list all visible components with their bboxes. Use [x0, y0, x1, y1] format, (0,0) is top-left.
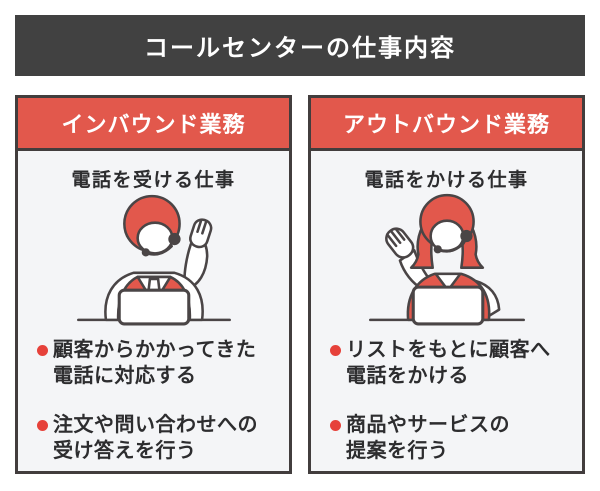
operator-making-call-icon	[311, 193, 582, 326]
bullet-item: リストをもとに顧客へ 電話をかける	[330, 337, 570, 389]
laptop	[117, 288, 190, 326]
outbound-card-title: アウトバウンド業務	[342, 112, 550, 137]
bullet-text: 商品やサービスの 提案を行う	[346, 414, 510, 462]
hand-to-ear	[188, 218, 212, 249]
outbound-card: アウトバウンド業務 電話をかける仕事	[308, 95, 585, 474]
laptop	[411, 285, 484, 326]
bullet-icon	[37, 420, 48, 431]
operator-making-call-drawing	[368, 193, 525, 326]
inbound-card-title: インバウンド業務	[61, 112, 246, 137]
outbound-subtitle: 電話をかける仕事	[364, 170, 529, 191]
bullet-icon	[330, 420, 341, 431]
operator-receiving-call-icon	[18, 194, 289, 326]
inbound-card-header: インバウンド業務	[18, 98, 289, 151]
headset-earpiece	[167, 232, 181, 246]
inbound-card: インバウンド業務 電話を受ける仕事	[15, 95, 292, 474]
bullet-item: 商品やサービスの 提案を行う	[330, 412, 570, 464]
headset-mic	[141, 248, 150, 257]
bullet-text: 注文や問い合わせへの 受け答えを行う	[53, 414, 258, 462]
bullet-text: 顧客からかかってきた 電話に対応する	[53, 339, 257, 387]
bullet-icon	[330, 345, 341, 356]
outbound-bullet-list: リストをもとに顧客へ 電話をかける 商品やサービスの 提案を行う	[311, 337, 582, 464]
headset-earpiece	[459, 229, 473, 243]
bullet-text: リストをもとに顧客へ 電話をかける	[346, 339, 551, 387]
inbound-subtitle: 電話を受ける仕事	[71, 170, 236, 191]
bullet-item: 顧客からかかってきた 電話に対応する	[37, 337, 277, 389]
page-title: コールセンターの仕事内容	[144, 35, 456, 62]
operator-receiving-call-drawing	[76, 194, 231, 326]
headset-mic	[433, 245, 442, 254]
bullet-icon	[37, 345, 48, 356]
collar	[433, 272, 462, 292]
page-title-banner: コールセンターの仕事内容	[15, 15, 585, 76]
inbound-bullet-list: 顧客からかかってきた 電話に対応する 注文や問い合わせへの 受け答えを行う	[18, 337, 289, 464]
outbound-card-header: アウトバウンド業務	[311, 98, 582, 151]
bullet-item: 注文や問い合わせへの 受け答えを行う	[37, 412, 277, 464]
waving-hand	[384, 227, 414, 259]
